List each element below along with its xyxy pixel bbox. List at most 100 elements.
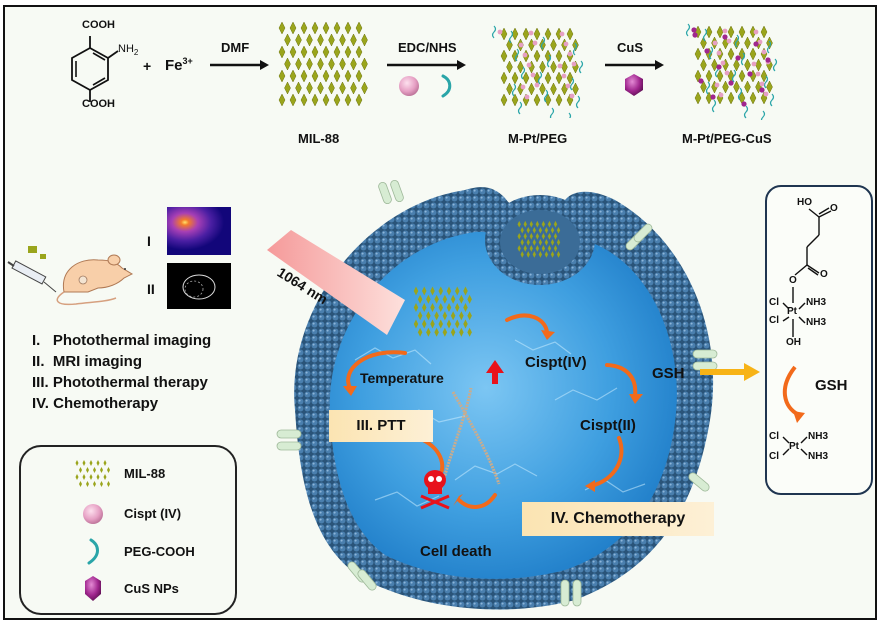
mof-node <box>89 460 93 466</box>
cl2-label: Cl <box>769 315 779 326</box>
mof-node <box>75 474 79 480</box>
cispt-iv-label: Cispt(IV) <box>525 354 587 371</box>
mof-node <box>311 21 319 35</box>
cispt-dot <box>718 92 724 98</box>
mof-node <box>532 226 536 234</box>
cispt-dot <box>571 61 577 67</box>
mof-node <box>306 81 313 95</box>
mof-node <box>417 327 423 337</box>
peg-strand <box>760 110 766 120</box>
peg-strand <box>517 101 523 115</box>
mof-node <box>727 25 735 39</box>
mof-node <box>547 245 552 252</box>
mof-node <box>339 81 346 95</box>
cispt-dot <box>518 42 524 48</box>
cus-dot <box>704 48 710 54</box>
mof-node <box>333 21 341 35</box>
edc-nhs-reagent-label: EDC/NHS <box>398 40 457 55</box>
mof-node <box>526 251 530 258</box>
mof-node <box>535 245 539 252</box>
mof-node <box>300 21 308 35</box>
mof-node <box>463 286 468 296</box>
cispt-dot <box>569 93 575 99</box>
peg-strand <box>549 107 555 118</box>
mof-node <box>535 220 539 228</box>
reaction-arrow-1 <box>210 60 269 70</box>
mof-node <box>361 33 368 47</box>
mof-node <box>430 319 435 329</box>
mof-node <box>538 226 543 234</box>
mof-node <box>538 239 543 246</box>
cispt-dot <box>557 63 563 69</box>
mof-node <box>529 220 533 228</box>
mof-node <box>438 286 443 296</box>
prodrug-structure-lines <box>782 207 832 456</box>
oh-label: OH <box>786 337 801 348</box>
cl1-product-label: Cl <box>769 431 779 442</box>
peg-strand <box>508 30 514 44</box>
peg-strand <box>711 99 717 113</box>
mof-node <box>511 27 519 41</box>
mof-node <box>566 71 574 85</box>
mof-node <box>705 69 713 83</box>
peg-strand <box>520 66 526 80</box>
cell-death-label: Cell death <box>420 543 492 560</box>
peg-strand <box>740 52 746 66</box>
mof-node <box>511 49 519 63</box>
peg-strand <box>491 25 497 39</box>
mof-node <box>355 69 363 83</box>
cus-dot <box>698 78 704 84</box>
mof-node <box>426 294 431 304</box>
mof-node <box>526 239 530 246</box>
cus-dot <box>735 55 741 61</box>
peg-strand <box>705 81 711 95</box>
mil88-crystal-image <box>278 21 368 107</box>
mof-node <box>434 311 439 321</box>
nh3-2-label: NH3 <box>806 317 827 328</box>
mof-node <box>93 481 96 487</box>
peg-chain-icon <box>87 538 99 565</box>
nh2-label: NH2 <box>118 43 138 57</box>
cooh-bottom-label: COOH <box>82 98 115 110</box>
therapy-list: I. Photothermal imaging II. MRI imaging … <box>32 330 211 414</box>
cispt-dot <box>757 39 763 45</box>
fe-ion-label: Fe3+ <box>165 56 193 74</box>
mri-image <box>167 263 231 309</box>
ptt-tag: III. PTT <box>329 410 433 442</box>
mof-node <box>350 33 357 47</box>
mof-node <box>459 327 464 337</box>
cispt-dot <box>761 49 767 55</box>
mof-node <box>539 60 546 74</box>
m-pt-peg-cus-product-label: M-Pt/PEG-CuS <box>682 131 772 146</box>
mof-node <box>556 226 561 234</box>
legend-label: CuS NPs <box>124 581 179 596</box>
mof-node <box>311 69 319 83</box>
mof-node <box>446 303 452 312</box>
mof-node <box>284 57 291 71</box>
cispt-dot <box>522 52 528 58</box>
reduction-arrow <box>783 365 801 417</box>
mof-node <box>333 45 341 59</box>
mof-node <box>413 319 419 329</box>
legend-label: PEG-COOH <box>124 544 195 559</box>
mof-node <box>522 27 530 41</box>
mof-node <box>550 251 555 258</box>
mof-node <box>517 60 524 74</box>
mof-node <box>547 233 552 240</box>
mof-node <box>306 57 313 71</box>
mof-node <box>749 47 757 61</box>
cispt-dot <box>755 71 761 77</box>
mof-node <box>532 251 536 258</box>
membrane-channel-proteins <box>276 180 718 607</box>
mof-node <box>544 27 552 41</box>
mof-node <box>467 294 472 304</box>
mof-node <box>760 25 768 39</box>
mof-node <box>523 233 527 240</box>
mof-node <box>529 245 533 252</box>
mof-node <box>103 460 107 466</box>
legend-label: Cispt (IV) <box>124 506 182 521</box>
peg-strand <box>578 60 584 74</box>
mof-node <box>333 69 341 83</box>
mof-node <box>89 474 93 480</box>
nh3-1-label: NH3 <box>806 297 827 308</box>
